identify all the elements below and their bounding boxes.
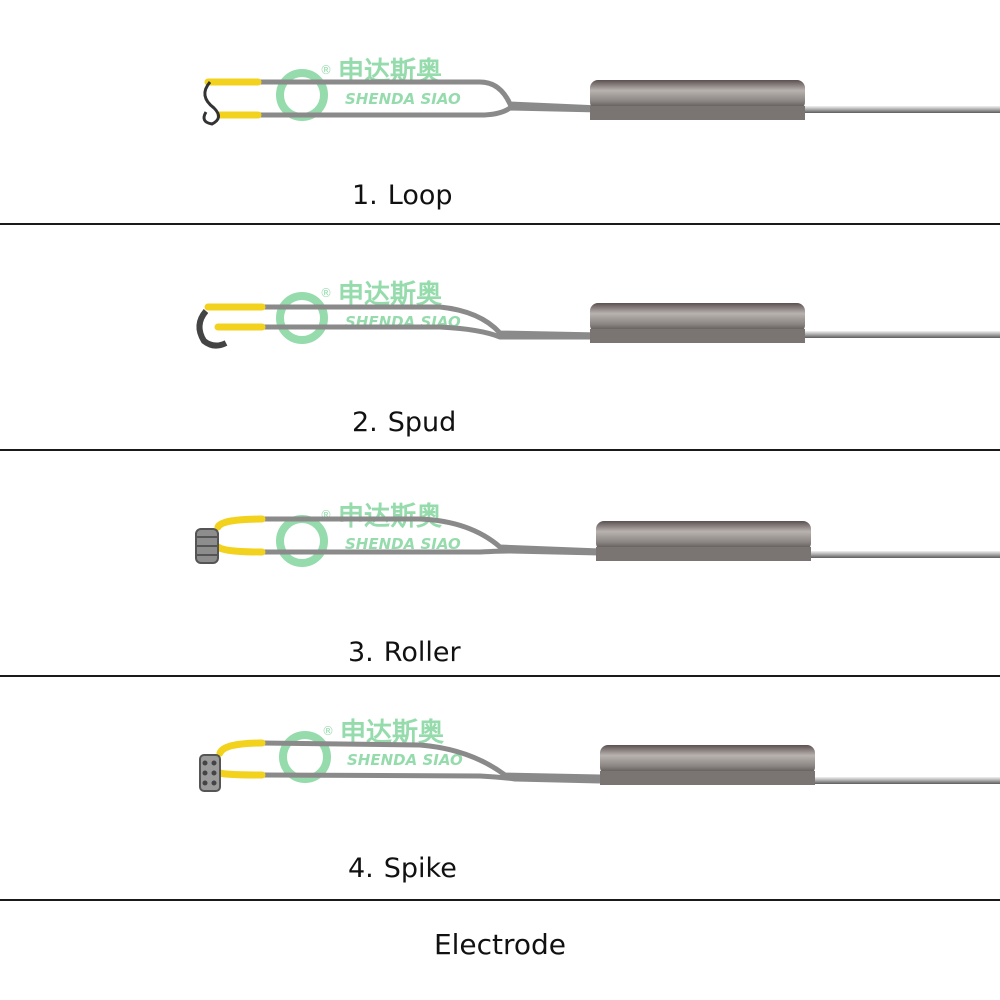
registered-mark: ® <box>320 63 332 77</box>
registered-mark: ® <box>322 724 334 738</box>
footer-title: Electrode <box>433 928 567 961</box>
registered-mark: ® <box>320 286 332 300</box>
brand-watermark: ® 申达斯奥 SHENDA SIAO <box>276 56 461 121</box>
divider-2 <box>0 449 1000 451</box>
divider-4 <box>0 899 1000 901</box>
divider-1 <box>0 223 1000 225</box>
panel-label-loop: 1.Loop <box>352 180 453 211</box>
roller-electrode-image: ® 申达斯奥 SHENDA SIAO <box>195 501 1000 567</box>
panel-label-roller: 3.Roller <box>348 637 461 668</box>
brand-en-text: SHENDA SIAO <box>345 535 461 553</box>
spike-electrode-image: ® 申达斯奥 SHENDA SIAO <box>199 717 1000 792</box>
divider-3 <box>0 675 1000 677</box>
electrode-panel-loop: ® 申达斯奥 SHENDA SIAO 1.Loop <box>0 0 1000 224</box>
electrode-panel-spud: ® 申达斯奥 SHENDA SIAO 2.Spud <box>0 225 1000 449</box>
electrode-panel-spike: ® 申达斯奥 SHENDA SIAO 4.Spike <box>0 677 1000 899</box>
brand-en-text: SHENDA SIAO <box>345 90 461 108</box>
panel-label-spike: 4.Spike <box>348 853 457 884</box>
loop-electrode-image: ® 申达斯奥 SHENDA SIAO <box>202 56 1000 126</box>
panel-label-spud: 2.Spud <box>352 407 457 438</box>
spud-electrode-image: ® 申达斯奥 SHENDA SIAO <box>196 279 1000 349</box>
electrode-panel-roller: ® 申达斯奥 SHENDA SIAO 3.Roller <box>0 451 1000 675</box>
brand-en-text: SHENDA SIAO <box>347 751 463 769</box>
